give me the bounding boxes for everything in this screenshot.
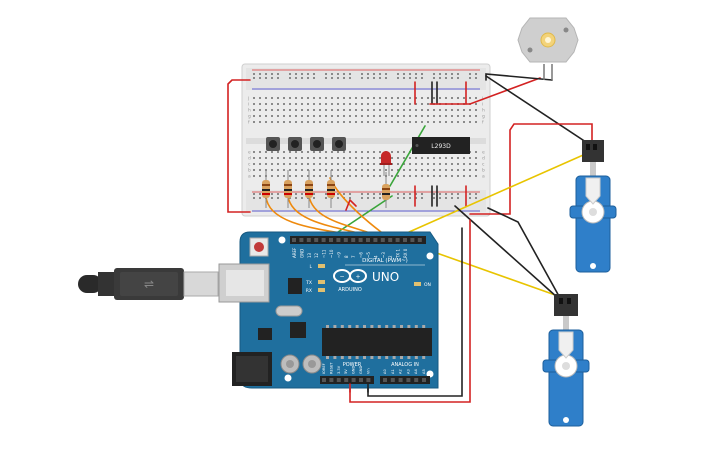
- led-tx-label: TX: [305, 280, 312, 286]
- pin-label: 2: [388, 255, 393, 258]
- pin-label: ~9: [336, 252, 341, 258]
- servo-icon[interactable]: [569, 140, 617, 273]
- infinity-logo-icon: [333, 269, 367, 283]
- led-icon: [380, 151, 392, 176]
- row-letter: e: [248, 151, 251, 156]
- usb-cable-icon: ⇌: [78, 268, 219, 300]
- row-letter: h: [248, 108, 251, 114]
- svg-text:+: +: [355, 274, 360, 281]
- pin-label: GND: [299, 249, 304, 258]
- row-letter: j: [247, 96, 249, 102]
- row-letter: g: [248, 115, 251, 120]
- pin-label: A4: [414, 369, 418, 374]
- pin-label: ~11: [322, 249, 327, 258]
- row-letter: i: [248, 102, 249, 108]
- pin-label: ~6: [359, 252, 364, 258]
- pin-label: IOREF: [322, 363, 326, 374]
- row-letter: g: [482, 115, 485, 120]
- row-letter: c: [482, 163, 485, 168]
- analog-header-label: ANALOG IN: [391, 362, 419, 368]
- row-letter: a: [482, 175, 485, 180]
- pin-label: ~5: [366, 252, 371, 258]
- chip-label: L293D: [431, 143, 451, 150]
- pushbutton-icon[interactable]: [332, 137, 346, 151]
- row-letter: c: [248, 163, 251, 168]
- row-letter: f: [482, 120, 484, 126]
- led-l-label: L: [309, 264, 312, 270]
- arduino-model: UNO: [372, 270, 399, 284]
- led-on-label: ON: [424, 282, 431, 288]
- pin-label: TX 1: [396, 249, 401, 259]
- dc-motor-icon[interactable]: [517, 17, 579, 80]
- pin-label: A5: [422, 369, 426, 374]
- row-letter: d: [248, 156, 251, 162]
- row-letter: h: [482, 108, 485, 114]
- resistor-icon: [382, 172, 390, 208]
- resistor-icon: [305, 170, 313, 208]
- pushbutton-icon[interactable]: [310, 137, 324, 151]
- pin-label: A3: [406, 369, 410, 374]
- pushbutton-icon[interactable]: [288, 137, 302, 151]
- resistors: [262, 170, 390, 208]
- row-letter: b: [248, 168, 251, 174]
- row-letter: j: [481, 96, 483, 102]
- pin-label: A0: [383, 369, 387, 374]
- pin-label: 8: [344, 255, 349, 258]
- pin-label: A2: [399, 369, 403, 374]
- pin-label: A1: [391, 369, 395, 374]
- pushbutton-row: [266, 137, 346, 151]
- digital-header-label: DIGITAL (PWM~): [362, 258, 408, 264]
- pin-label: ~10: [329, 249, 334, 258]
- pin-label: Vin: [366, 368, 370, 374]
- pin-label: RX 0: [403, 248, 408, 258]
- led-rx-label: RX: [306, 288, 312, 294]
- resistor-icon: [262, 170, 270, 208]
- row-letter: e: [482, 151, 485, 156]
- arduino-brand: ARDUINO: [338, 287, 362, 293]
- svg-text:−: −: [339, 274, 344, 281]
- pin-label: 3.3V: [337, 365, 341, 374]
- row-letter: d: [482, 156, 485, 162]
- pushbutton-icon[interactable]: [266, 137, 280, 151]
- pin-label: AREF: [292, 247, 297, 258]
- arduino-board: L TX RX ON DIGITAL (PWM~) − + ARDUINO UN…: [218, 231, 439, 389]
- row-letter: b: [482, 168, 485, 174]
- motor-driver-chip: L293D: [412, 137, 470, 154]
- wires-front: [349, 383, 369, 393]
- pin-label: 4: [373, 255, 378, 258]
- pin-label: ~3: [381, 252, 386, 258]
- servo-icon[interactable]: [542, 294, 590, 427]
- row-letter: f: [248, 120, 250, 126]
- pin-label: GND: [359, 366, 363, 374]
- pin-label: 7: [351, 255, 356, 258]
- resistor-icon: [284, 170, 292, 208]
- pin-label: 12: [314, 252, 319, 258]
- row-letter: a: [248, 175, 251, 180]
- resistor-icon: [327, 170, 335, 208]
- power-header-label: POWER: [343, 362, 362, 368]
- row-letter: i: [482, 102, 483, 108]
- pin-label: RESET: [329, 362, 333, 374]
- pin-label: 5V: [344, 369, 348, 374]
- pin-label: 13: [307, 252, 312, 258]
- pin-label: GND: [352, 366, 356, 374]
- svg-text:⇌: ⇌: [144, 277, 154, 291]
